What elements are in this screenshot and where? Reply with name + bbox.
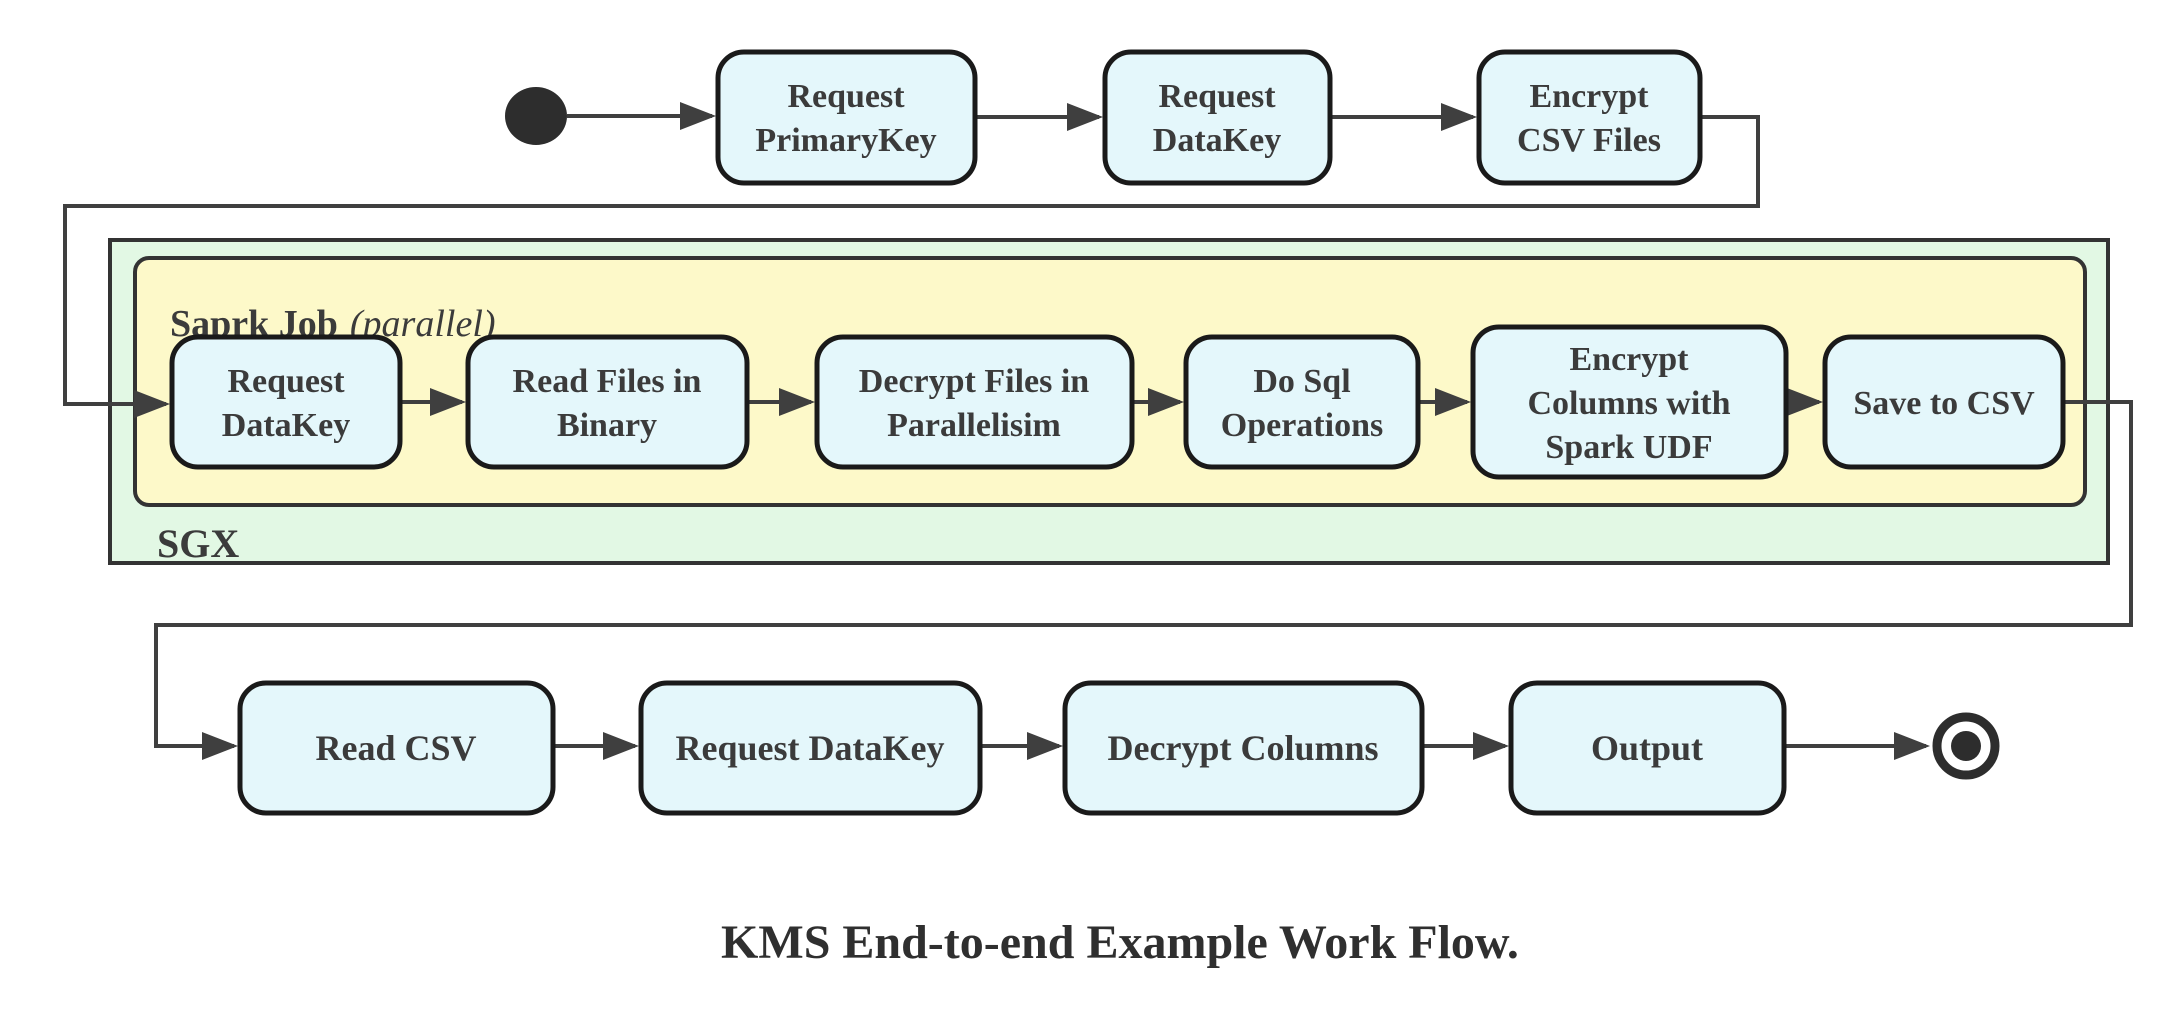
node-label: Output	[1591, 728, 1703, 768]
node-label: Request DataKey	[676, 728, 945, 768]
node-label: Encrypt	[1530, 78, 1650, 115]
diagram-caption: KMS End-to-end Example Work Flow.	[721, 916, 1519, 969]
node-decrypt-files-in-parallelisim	[814, 334, 1135, 470]
node-label: Operations	[1221, 407, 1383, 444]
node-label: Encrypt	[1570, 341, 1690, 378]
edge-save-csv-to-read-csv	[154, 400, 2133, 760]
sgx-label: SGX	[157, 521, 239, 566]
node-decrypt-columns	[1062, 680, 1425, 816]
edge-encrypt-csv-files-to-sgx-request-datakey	[63, 115, 1760, 418]
node-request-datakey-top	[1102, 49, 1333, 186]
end-state-icon	[1932, 712, 2000, 780]
node-label: Binary	[557, 407, 657, 444]
node-label: Save to CSV	[1853, 385, 2035, 422]
node-encrypt-columns-with-spark-udf	[1470, 324, 1789, 480]
node-output	[1508, 680, 1787, 816]
node-request-datakey-sgx	[169, 334, 403, 470]
node-encrypt-csv-files	[1476, 49, 1703, 186]
node-read-csv	[237, 680, 556, 816]
node-label: Spark UDF	[1545, 429, 1712, 466]
node-label: PrimaryKey	[755, 122, 936, 159]
node-label: Request	[227, 363, 345, 400]
node-label: Parallelisim	[887, 407, 1061, 444]
node-label: CSV Files	[1517, 122, 1661, 159]
node-label: Decrypt Files in	[859, 363, 1089, 400]
node-label: Columns with	[1527, 385, 1730, 422]
node-do-sql-operations	[1183, 334, 1421, 470]
node-save-to-csv	[1822, 334, 2066, 470]
node-label: DataKey	[1153, 122, 1281, 159]
node-label: Decrypt Columns	[1108, 728, 1379, 768]
node-label: Do Sql	[1253, 363, 1350, 400]
node-label: Request	[1158, 78, 1276, 115]
node-label: DataKey	[222, 407, 350, 444]
node-read-files-in-binary	[465, 334, 750, 470]
start-state-icon	[505, 87, 567, 145]
node-label: Read Files in	[513, 363, 702, 400]
node-label: Request	[787, 78, 905, 115]
node-label: Read CSV	[315, 728, 476, 768]
node-request-primarykey	[715, 49, 978, 186]
node-request-datakey-bottom	[638, 680, 983, 816]
